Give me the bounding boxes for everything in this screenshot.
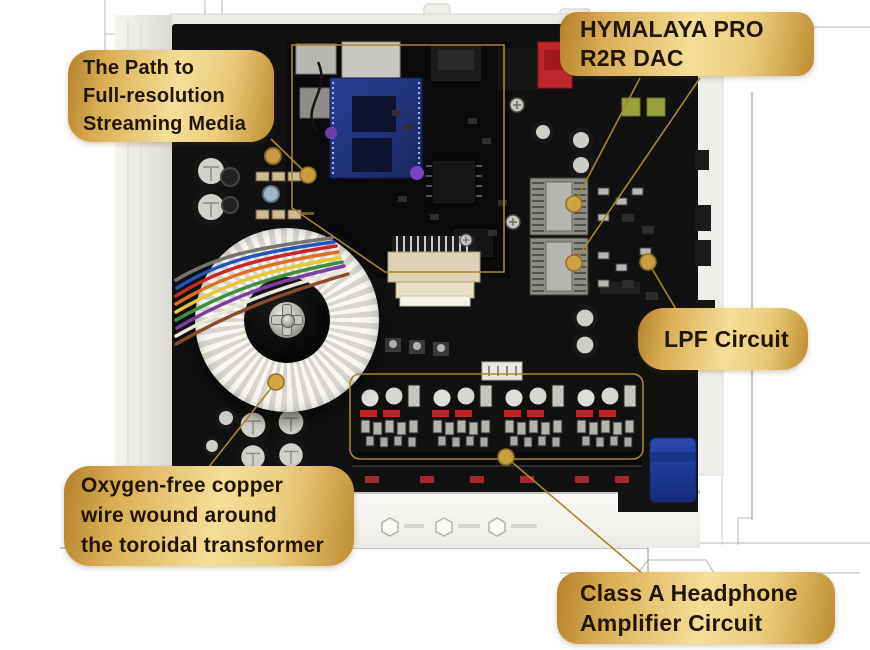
callout-dot-streaming (299, 166, 317, 184)
purple-capacitor (325, 127, 337, 139)
front-panel-details (381, 517, 537, 537)
antenna-wire (310, 61, 323, 133)
rainbow-wire-bundle (174, 236, 350, 346)
callout-label-lpf: LPF Circuit (638, 308, 808, 370)
callout-dot-headphone-amp (497, 448, 515, 466)
callout-label-streaming: The Path to Full-resolution Streaming Me… (68, 50, 274, 142)
callout-label-headphone-amp: Class A Headphone Amplifier Circuit (557, 572, 835, 644)
callout-line-headphone-amp (505, 456, 665, 593)
power-supply-section (192, 62, 302, 223)
callout-label-product-title: HYMALAYA PRO R2R DAC (560, 12, 814, 76)
metal-shield (295, 43, 337, 75)
gold-capacitor (264, 147, 282, 165)
region-outline-streaming (291, 44, 505, 273)
callout-line-r2r-module-2 (573, 77, 701, 264)
callout-dot-transformer (267, 373, 285, 391)
region-outline-headphone-amp (349, 373, 644, 460)
callout-dot-lpf (639, 253, 657, 271)
callout-line-r2r-module-1 (573, 77, 641, 205)
main-ic (431, 159, 477, 205)
callout-label-transformer: Oxygen-free copper wire wound around the… (64, 466, 354, 566)
pin-header (392, 236, 476, 252)
callout-dot-r2r-module-2 (565, 254, 583, 272)
callout-dot-r2r-module-1 (565, 195, 583, 213)
toroid-center-bolt (281, 314, 295, 328)
green-component (646, 97, 666, 117)
white-connector (481, 361, 523, 381)
purple-capacitor (410, 166, 424, 180)
streaming-section-components (294, 41, 538, 307)
callout-line-transformer (207, 381, 277, 469)
